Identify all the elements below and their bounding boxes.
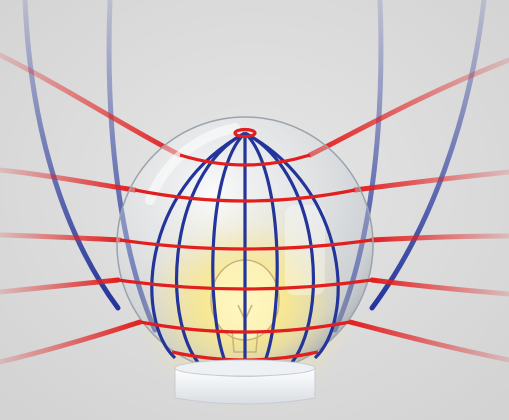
outer-parallel-lines-left xyxy=(0,52,183,365)
glass-highlight xyxy=(145,123,240,205)
outer-parallel-lines-right xyxy=(307,57,509,363)
glass-reflection xyxy=(285,205,325,295)
globe-meridian-lines xyxy=(150,131,340,373)
lamp-base xyxy=(174,359,316,405)
